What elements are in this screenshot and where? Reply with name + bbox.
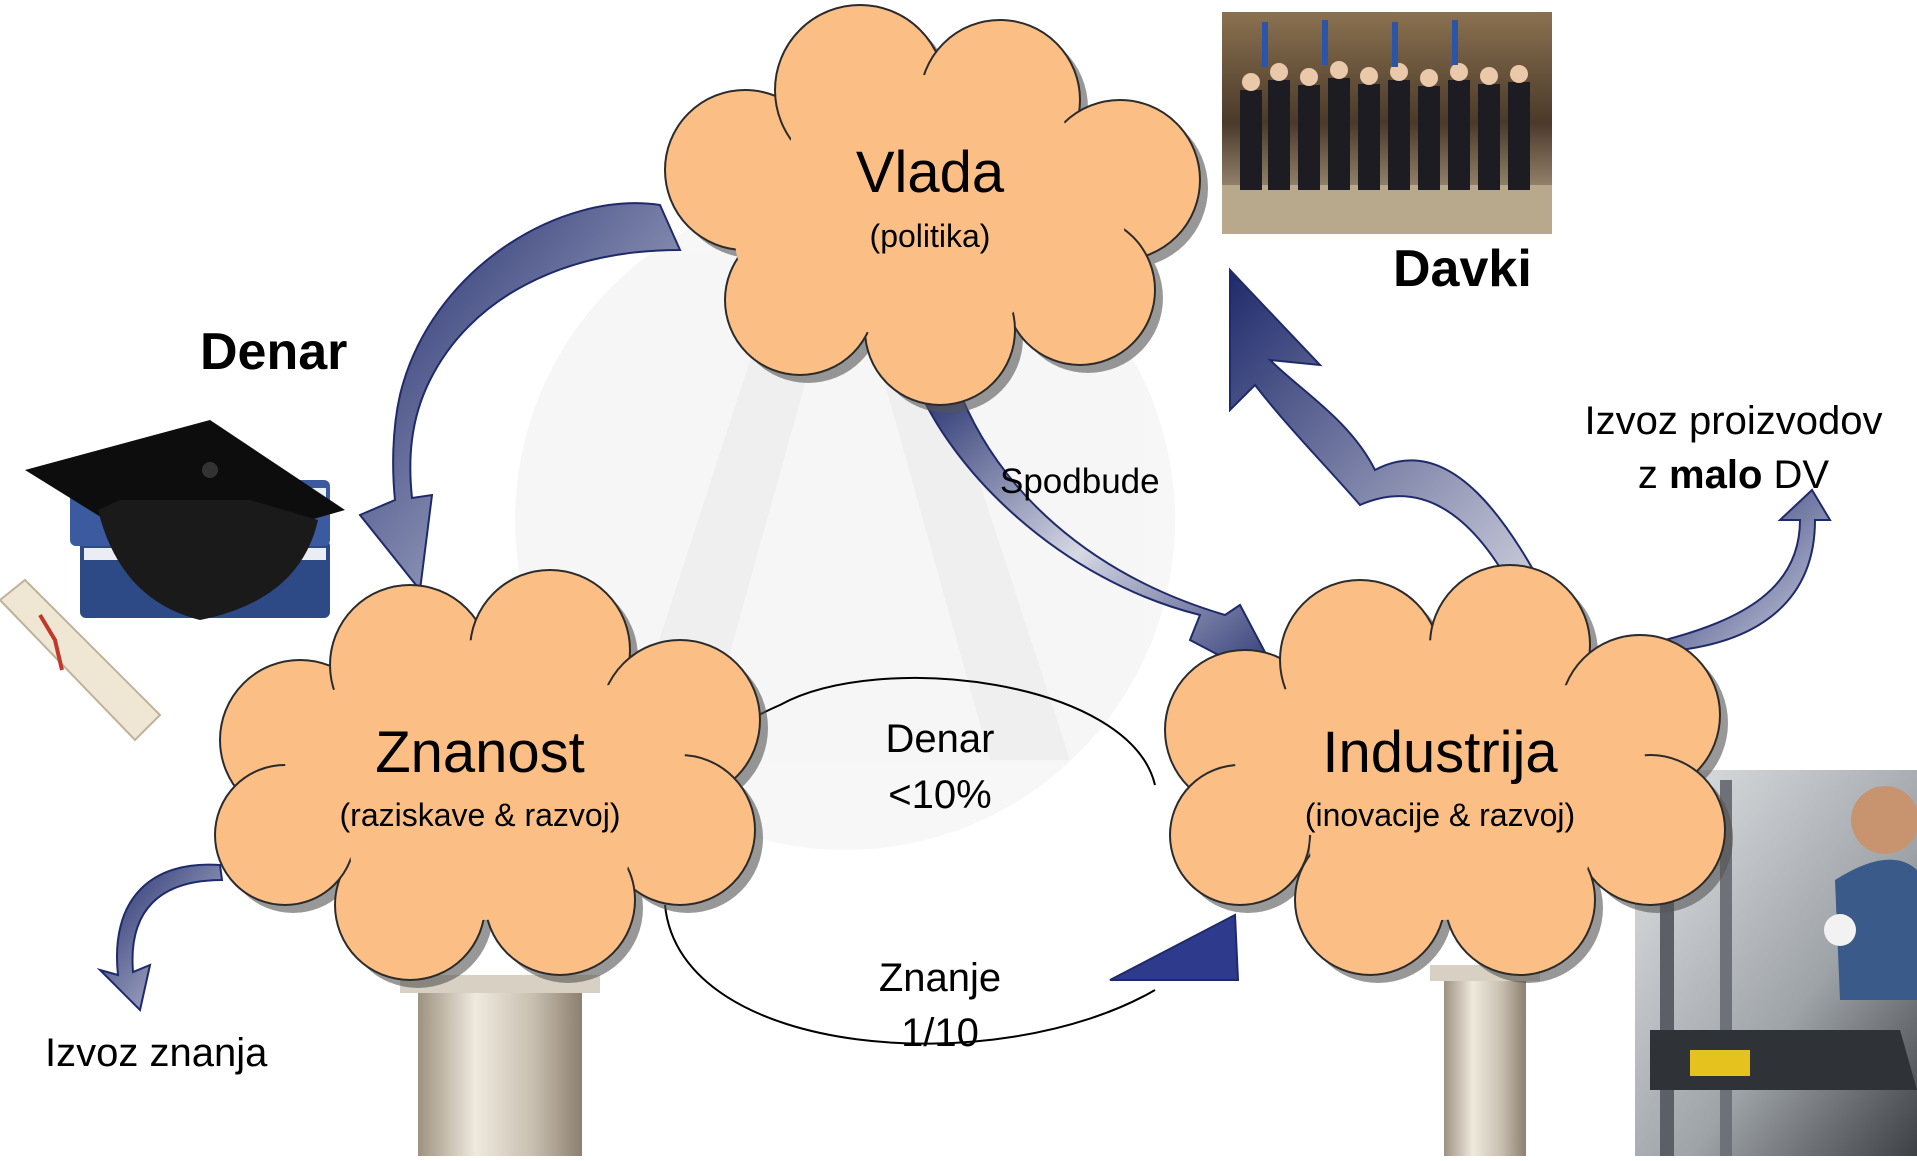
column-pillar-icon xyxy=(400,975,600,1156)
graduation-cap-icon xyxy=(25,420,345,620)
denar-mid-percent: <10% xyxy=(888,773,992,817)
vlada-title: Vlada xyxy=(855,140,1005,205)
izvoz-znanja-label: Izvoz znanja xyxy=(45,1031,268,1075)
izvoz-proizvodov-arrow xyxy=(1662,488,1832,652)
znanost-title: Znanost xyxy=(375,720,585,785)
government-group-photo-icon xyxy=(1222,12,1552,234)
spodbude-label: Spodbude xyxy=(1000,462,1160,501)
izvoz-znanja-arrow xyxy=(96,863,224,1012)
industrija-subtitle: (inovacije & razvoj) xyxy=(1304,797,1576,833)
izvoz-proizvodov-z: z xyxy=(1637,453,1670,497)
spodbude-arrow xyxy=(913,379,1288,693)
davki-arrow xyxy=(1229,267,1562,627)
znanje-loop-arrow xyxy=(664,904,1240,1045)
diploma-scroll-icon xyxy=(0,578,162,742)
izvoz-proizvodov-line2: z malo DV xyxy=(1550,452,1917,498)
izvoz-proizvodov-line1: Izvoz proizvodov xyxy=(1584,399,1883,443)
znanje-label: Znanje xyxy=(878,956,1002,1000)
davki-label: Davki xyxy=(1393,240,1532,298)
znanje-ratio: 1/10 xyxy=(901,1011,979,1055)
industrija-title: Industrija xyxy=(1322,720,1558,785)
vlada-subtitle: (politika) xyxy=(869,218,991,254)
cloud-znanost xyxy=(214,569,768,988)
denar-top-label: Denar xyxy=(200,323,348,381)
cloud-vlada xyxy=(664,4,1208,413)
znanost-subtitle: (raziskave & razvoj) xyxy=(339,797,621,833)
factory-worker-icon xyxy=(1635,770,1917,1156)
column-pillar-icon xyxy=(1430,965,1540,1156)
cloud-industrija xyxy=(1164,564,1733,983)
denar-mid-label: Denar xyxy=(885,717,995,761)
izvoz-proizvodov-malo: malo xyxy=(1669,453,1763,497)
izvoz-proizvodov-dv: DV xyxy=(1762,453,1830,497)
